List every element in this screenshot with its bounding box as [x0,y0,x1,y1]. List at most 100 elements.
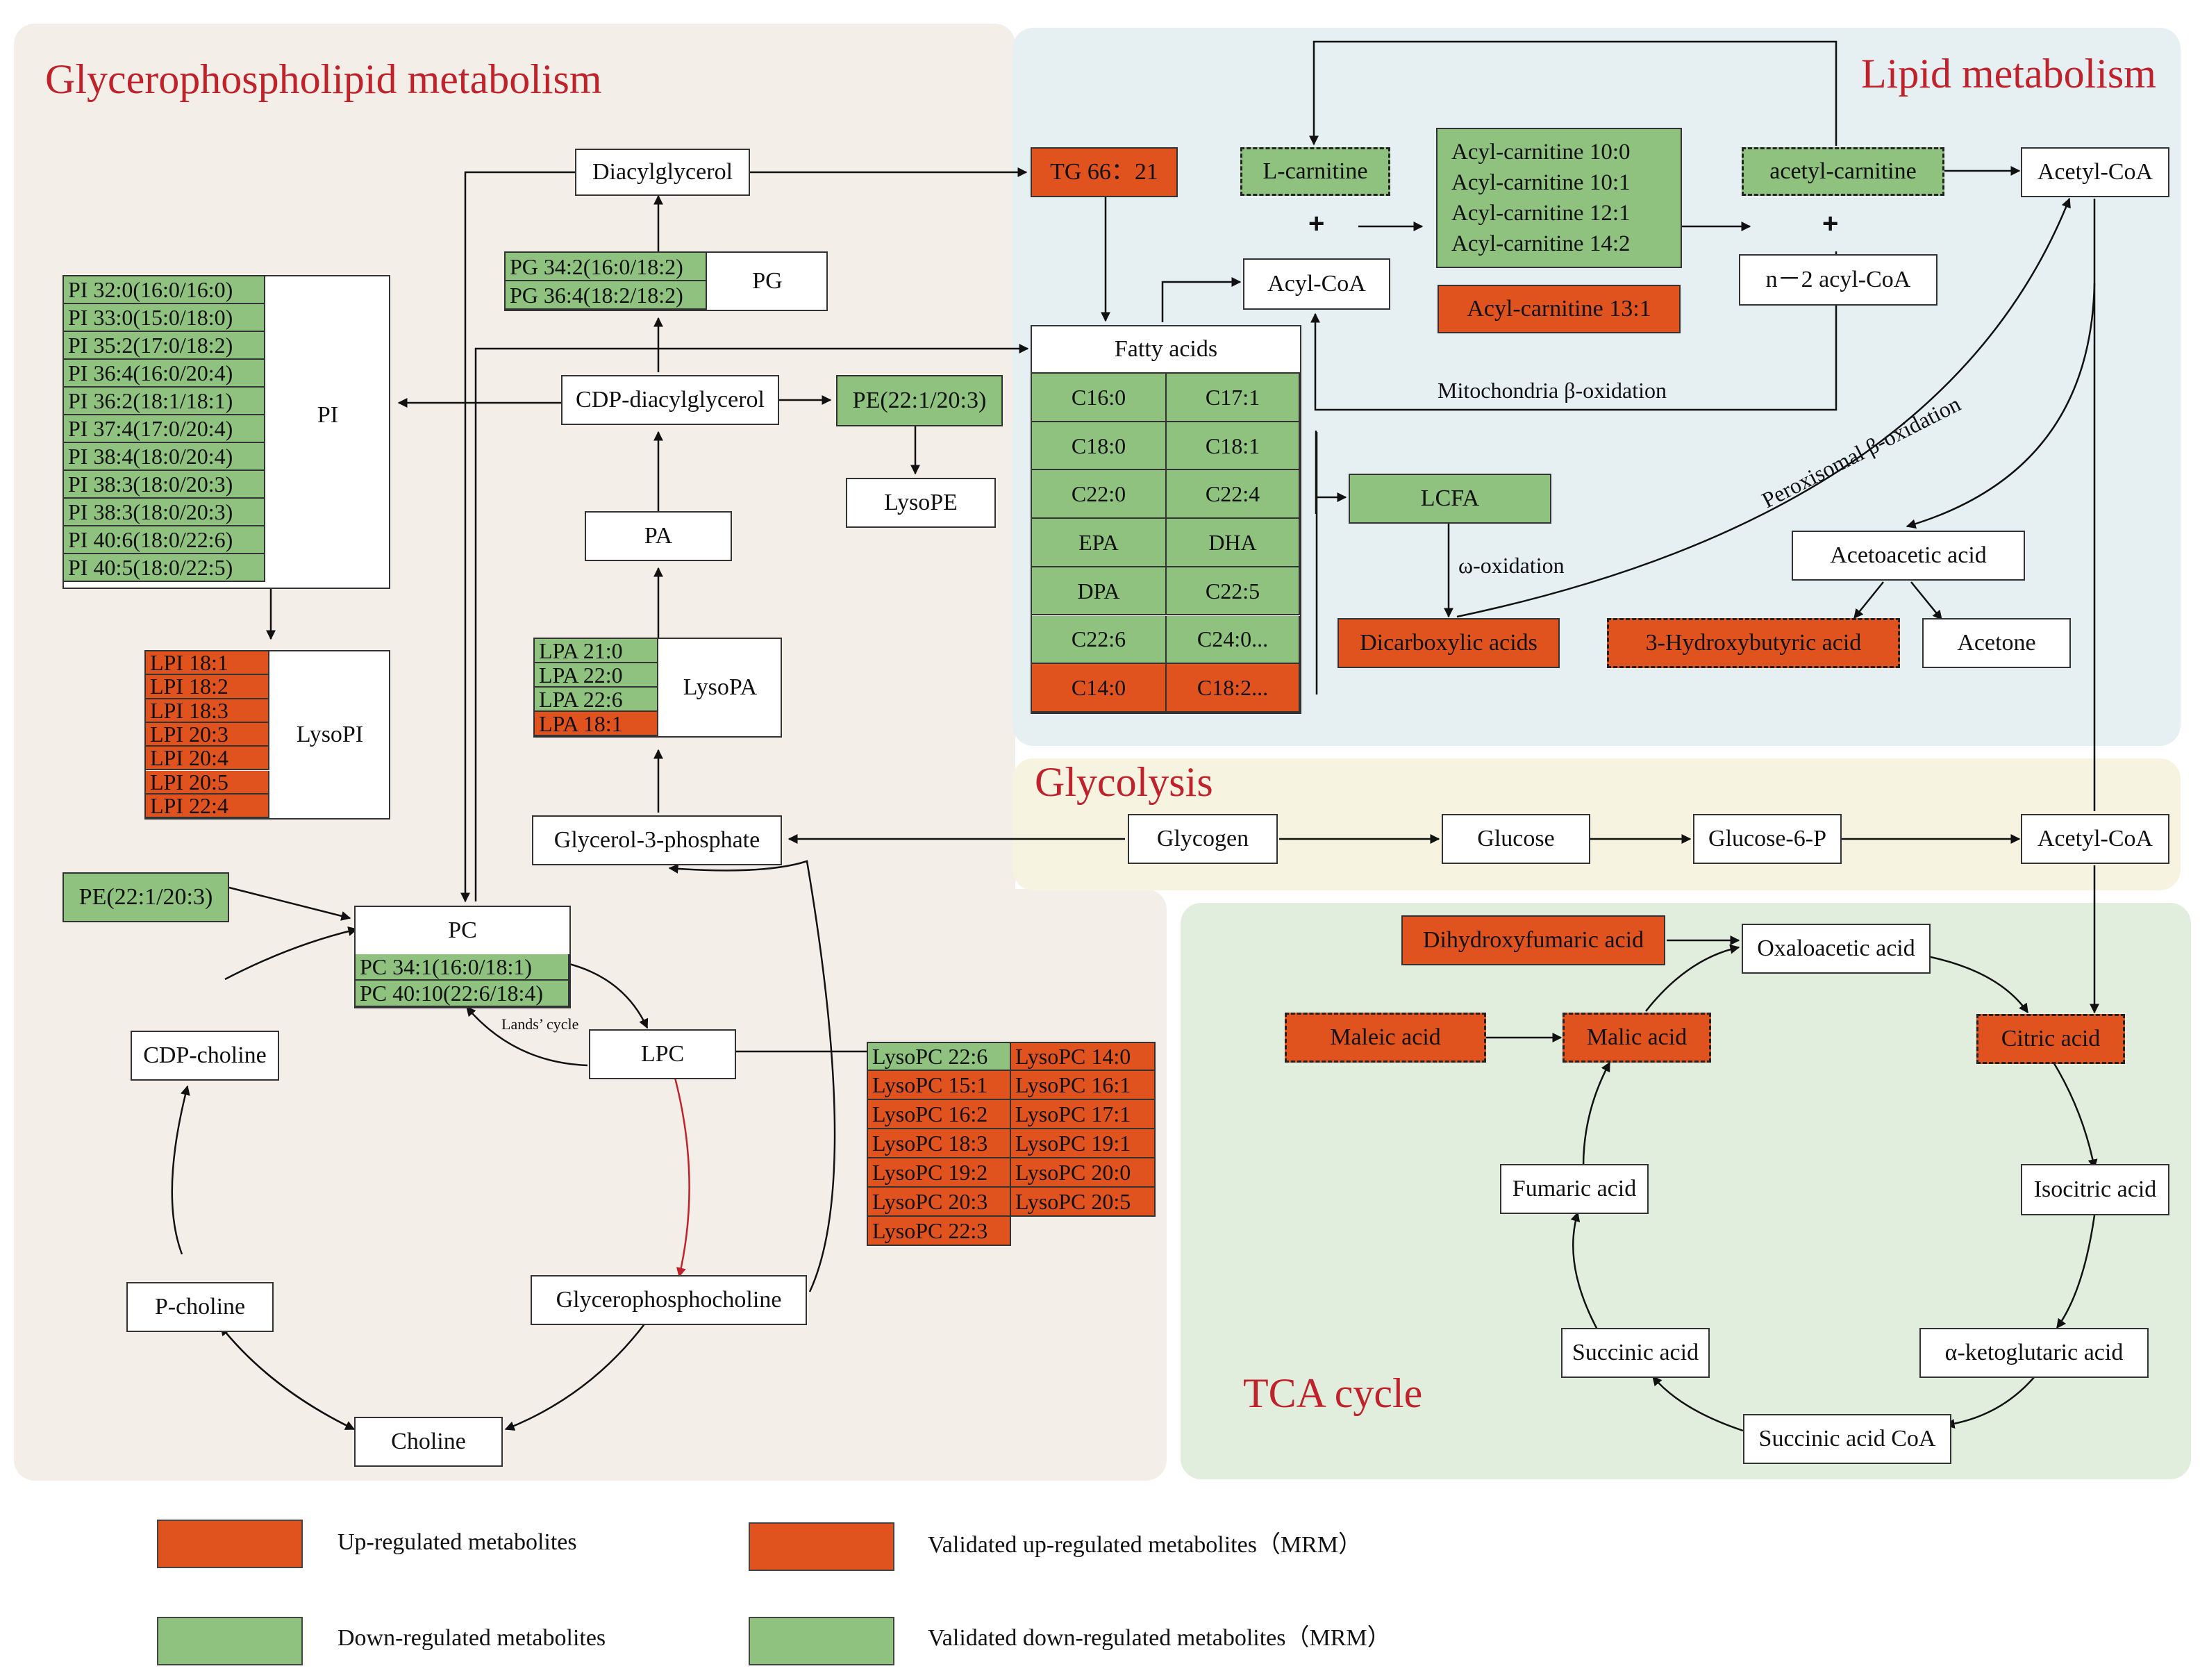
legend-label-validated-up: Validated up-regulated metabolites（MRM） [928,1532,1362,1558]
acyl-carnitine-item: Acyl-carnitine 14:2 [1451,231,1631,256]
fatty-acid-cell: C18:0 [1032,422,1167,471]
node-acetoacetic-acid: Acetoacetic acid [1792,531,2025,581]
pg-label: PG [752,268,783,294]
node-acetyl-coa-mid: Acetyl-CoA [2021,814,2169,864]
lysopc-cell: LysoPC 22:6 [867,1042,1011,1071]
node-lpc: LPC [589,1029,736,1079]
lpc-to-gpc-arrow [674,1077,690,1278]
pi-item: PI 36:4(16:0/20:4) [64,360,265,388]
lpi-item: LPI 20:4 [146,747,269,771]
lpa-item: LPA 22:6 [535,688,658,712]
plus-sign-left: + [1308,208,1325,239]
pi-item: PI 40:5(18:0/22:5) [64,554,265,582]
node-oxaloacetic-acid: Oxaloacetic acid [1742,924,1931,974]
title-lipid: Lipid metabolism [1861,51,2156,97]
fatty-acid-cell: C22:0 [1032,470,1167,519]
lysopa-label: LysoPA [683,674,758,700]
node-n2-acyl-coa: n－2 acyl-CoA [1739,254,1938,306]
lpi-item: LPI 18:2 [146,675,269,699]
pi-item: PI 40:6(18:0/22:6) [64,526,265,554]
legend-swatch-up [157,1520,303,1568]
node-glucose: Glucose [1442,814,1590,864]
omega-oxidation-label: ω-oxidation [1458,553,1565,578]
legend-swatch-down [157,1617,303,1665]
fatty-acid-cell: C18:2... [1167,664,1300,713]
lpa-item: LPA 18:1 [535,712,658,736]
node-l-carnitine: L-carnitine [1240,147,1390,196]
node-pe-left: PE(22:1/20:3) [62,872,229,922]
pc-item: PC 40:10(22:6/18:4) [356,981,569,1007]
lpi-item: LPI 18:3 [146,699,269,723]
title-glycerophospholipid: Glycerophospholipid metabolism [45,56,602,102]
node-isocitric-acid: Isocitric acid [2021,1164,2169,1215]
node-acetyl-carnitine: acetyl-carnitine [1742,147,1944,196]
node-tg: TG 66：21 [1031,147,1178,197]
pc-group: PC PC 34:1(16:0/18:1)PC 40:10(22:6/18:4) [354,906,571,1008]
pi-label: PI [317,402,339,428]
lysopc-cell: LysoPC 20:5 [1011,1188,1156,1217]
fatty-acid-cell: C22:4 [1167,470,1300,519]
fatty-acid-cell: EPA [1032,519,1167,567]
legend-swatch-validated-up [749,1522,894,1571]
lysopc-cell: LysoPC 20:0 [1011,1158,1156,1188]
fatty-acid-cell: DHA [1167,519,1300,567]
lysopc-cell: LysoPC 14:0 [1011,1042,1156,1071]
pi-item: PI 38:3(18:0/20:3) [64,499,265,526]
pi-item: PI 35:2(17:0/18:2) [64,332,265,360]
lands-cycle-label: Lands’ cycle [501,1015,579,1033]
node-maleic-acid: Maleic acid [1285,1013,1486,1063]
pg-item: PG 34:2(16:0/18:2) [506,253,707,281]
pg-item: PG 36:4(18:2/18:2) [506,281,707,310]
node-acetone: Acetone [1922,618,2071,668]
pi-item: PI 38:4(18:0/20:4) [64,443,265,471]
lysopc-cell: LysoPC 15:1 [867,1071,1011,1100]
node-succinic-acid: Succinic acid [1561,1328,1710,1378]
pi-item: PI 38:3(18:0/20:3) [64,471,265,499]
lpa-item: LPA 22:0 [535,663,658,688]
lysopc-cell: LysoPC 17:1 [1011,1100,1156,1129]
plus-sign-right: + [1822,208,1839,239]
node-pa: PA [585,511,732,561]
lysopc-cell: LysoPC 20:3 [867,1188,1011,1217]
lysopc-cell: LysoPC 19:1 [1011,1129,1156,1158]
lpa-item: LPA 21:0 [535,639,658,663]
pi-item: PI 37:4(17:0/20:4) [64,415,265,443]
node-acyl-carnitine-13-1: Acyl-carnitine 13:1 [1438,285,1681,333]
node-diacylglycerol: Diacylglycerol [575,149,750,196]
node-fumaric-acid: Fumaric acid [1500,1164,1649,1214]
pc-label: PC [448,917,477,943]
node-dihydroxyfumaric-acid: Dihydroxyfumaric acid [1401,915,1665,965]
fatty-acid-cell: DPA [1032,567,1167,616]
lpi-item: LPI 18:1 [146,651,269,676]
node-p-choline: P-choline [126,1282,274,1332]
fatty-acid-cell: C17:1 [1167,374,1300,422]
pi-group: PI 32:0(16:0/16:0)PI 33:0(15:0/18:0)PI 3… [62,275,390,589]
pi-item: PI 36:2(18:1/18:1) [64,388,265,415]
node-glycerophosphocholine: Glycerophosphocholine [531,1275,807,1325]
lpi-item: LPI 20:5 [146,770,269,795]
node-glycogen: Glycogen [1128,814,1278,864]
fatty-acid-cell: C22:6 [1032,615,1167,665]
acyl-carnitine-item: Acyl-carnitine 12:1 [1451,201,1631,226]
lysopi-label: LysoPI [296,722,364,747]
title-tca: TCA cycle [1243,1370,1423,1416]
acyl-carnitine-item: Acyl-carnitine 10:1 [1451,170,1631,195]
lpi-item: LPI 22:4 [146,794,269,819]
fatty-acid-cell: C16:0 [1032,374,1167,422]
lysopc-cell: LysoPC 16:2 [867,1100,1011,1129]
fatty-acids-label: Fatty acids [1032,326,1300,374]
pi-item: PI 33:0(15:0/18:0) [64,304,265,332]
legend-label-down: Down-regulated metabolites [338,1625,606,1651]
node-pe-top: PE(22:1/20:3) [836,375,1003,426]
legend-label-validated-down: Validated down-regulated metabolites（MRM… [928,1625,1391,1651]
node-alpha-ketoglutaric-acid: α-ketoglutaric acid [1919,1328,2149,1378]
pg-group: PG 34:2(16:0/18:2)PG 36:4(18:2/18:2) PG [504,251,828,311]
title-glycolysis: Glycolysis [1035,759,1213,805]
pi-item: PI 32:0(16:0/16:0) [64,276,265,304]
